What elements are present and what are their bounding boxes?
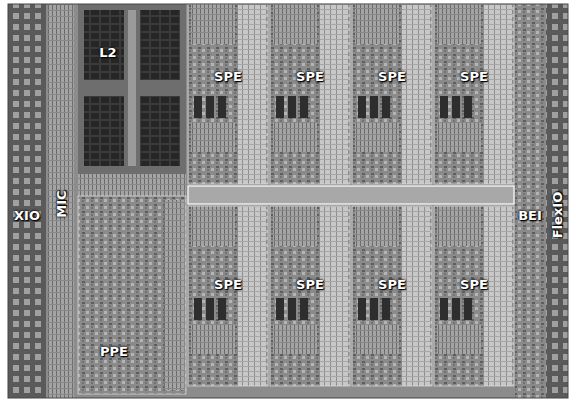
die-region: SPE [270,206,350,386]
die-region: MIC [48,4,74,398]
spe-area [434,4,514,184]
block-label: BEI [518,209,542,222]
block-label: SPE [296,278,324,291]
block-label: SPE [214,278,242,291]
block-label: SPE [296,70,324,83]
die-edge [8,4,568,398]
die-region: SPE [188,206,268,386]
spe-area [270,4,350,184]
die-region: SPE [352,4,432,184]
spe-area [270,206,350,386]
spe-area [188,206,268,386]
die-region: FlexIO [546,4,568,398]
block-label: SPE [214,70,242,83]
die-region: SPE [434,4,514,184]
ppe-area [78,196,186,394]
xio-area [8,4,46,398]
die-region: SPE [434,206,514,386]
block-label: SPE [460,278,488,291]
block-label: MIC [55,190,68,217]
eib-bar [188,186,514,204]
spe-area [434,206,514,386]
block-label: FlexIO [551,192,564,238]
spe-area [188,4,268,184]
die-region: PPE [78,196,186,394]
die-ground [8,4,568,398]
bei-area [515,4,545,398]
die-region: SPE [352,206,432,386]
die-region: SPE [188,4,268,184]
block-label: SPE [378,70,406,83]
block-label: SPE [460,70,488,83]
ppe-logic [164,200,184,390]
l2-area [78,4,186,174]
block-label: PPE [100,345,128,358]
die-region: XIO [8,4,46,398]
block-label: SPE [378,278,406,291]
die-region: SPE [270,4,350,184]
die-region: L2 [78,4,186,174]
block-label: L2 [99,46,116,59]
flexio-area [546,4,568,398]
spe-area [352,4,432,184]
mic-area [48,4,74,398]
spe-area [352,206,432,386]
block-label: XIO [14,209,40,222]
die-region: BEI [515,4,545,398]
bus-logic [78,174,186,196]
l2-arrays [84,10,180,166]
